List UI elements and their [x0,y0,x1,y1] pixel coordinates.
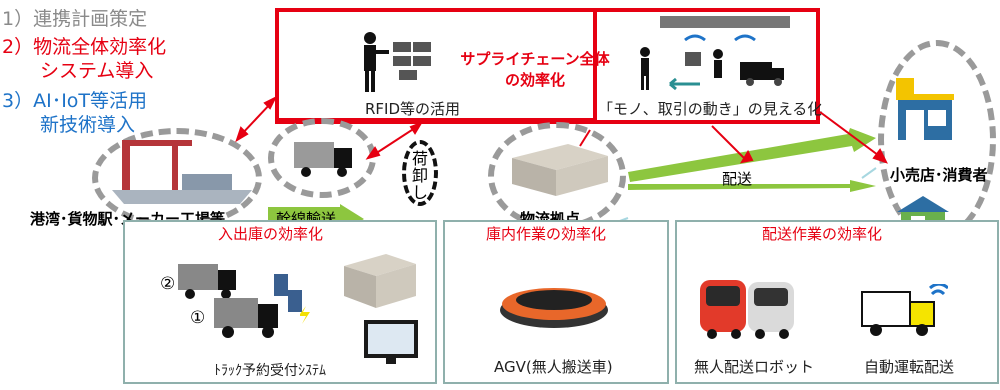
unload-label: 荷 卸 し [412,150,428,201]
hub-illustration [512,144,608,196]
delivery-title: 配送作業の効率化 [762,225,883,243]
visibility-label: 「モノ、取引の動き」の見える化 [598,100,823,118]
unload-char-1: 荷 [412,149,429,168]
warehouse-caption: AGV(無人搬送車) [494,358,613,376]
unload-oval [402,140,438,206]
warehouse-small-illustration [344,254,416,308]
inbound-title: 入出庫の効率化 [218,225,324,243]
delivery-robot-illustration [700,280,794,339]
port-illustration [112,140,252,204]
step-1: 1）連携計画策定 [2,8,148,30]
truck-number-1: ① [190,308,206,328]
step-2: 2）物流全体効率化 [2,36,167,58]
step-2-sub: システム導入 [40,60,154,82]
supply-chain-title: サプライチェーン全体 の効率化 [455,48,615,90]
rfid-label: RFID等の活用 [365,100,461,118]
autonomous-caption: 自動運転配送 [864,358,955,376]
rfid-illustration [364,32,431,92]
step-3: 3）AI･IoT等活用 [2,90,148,112]
consumer-label: 小売店･消費者 [890,166,988,184]
unload-char-2: 卸 [412,166,429,185]
inbound-trucks [178,264,310,338]
store-icon [896,78,954,140]
supply-chain-title-line1: サプライチェーン全体 [460,50,610,68]
unload-char-3: し [412,183,429,202]
agv-illustration [500,288,608,328]
truck-number-2: ② [160,274,176,294]
delivery-arrows [628,128,876,192]
truck-circle [268,118,376,198]
warehouse-title: 庫内作業の効率化 [486,225,607,243]
step-3-sub: 新技術導入 [40,114,136,136]
inbound-caption: ﾄﾗｯｸ予約受付ｼｽﾃﾑ [214,363,326,379]
autonomous-truck-icon [861,284,948,336]
delivery-label: 配送 [722,170,753,188]
robot-caption: 無人配送ロボット [694,358,815,376]
visualization-illustration [640,16,790,91]
monitor-icon [364,320,418,364]
supply-chain-title-line2: の効率化 [504,71,565,89]
truck-icon [294,142,352,177]
